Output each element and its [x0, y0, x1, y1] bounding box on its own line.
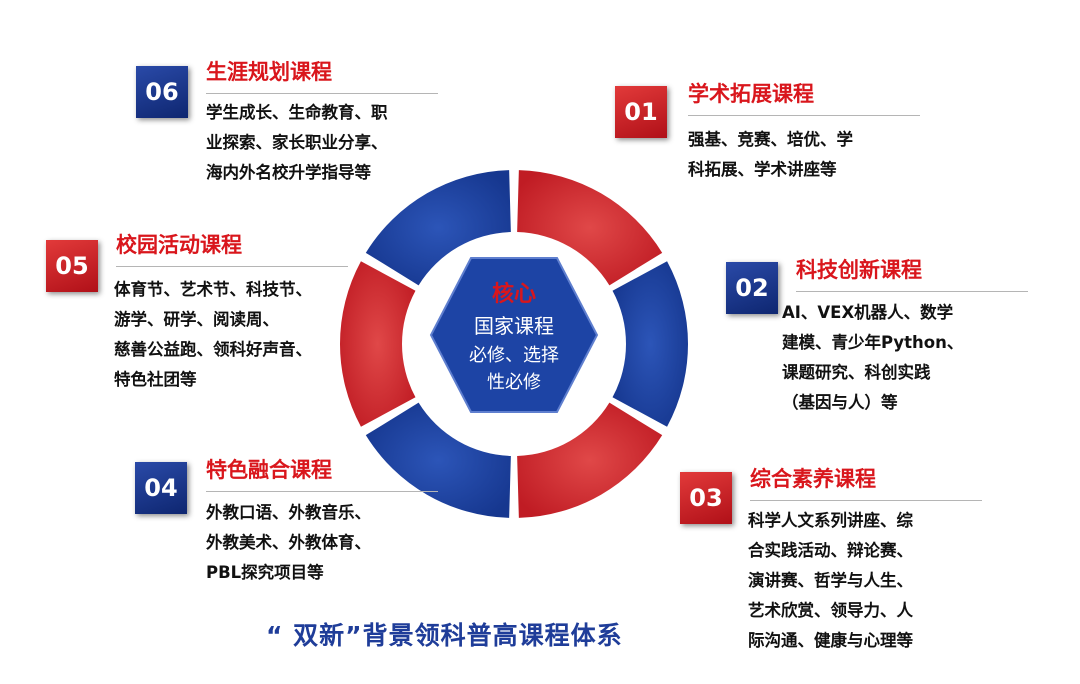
- core-line-1: 国家课程: [474, 314, 554, 338]
- module-03-line: 艺术欣赏、领导力、人: [748, 601, 913, 620]
- module-05-line: 慈善公益跑、领科好声音、: [114, 340, 312, 359]
- module-03-line: 际沟通、健康与心理等: [748, 631, 913, 650]
- ring-segment-03: [517, 402, 663, 518]
- module-06-description: 学生成长、生命教育、职 业探索、家长职业分享、 海内外名校升学指导等: [206, 98, 388, 188]
- module-03-title: 综合素养课程: [750, 463, 982, 501]
- ring-segment-05: [340, 261, 416, 427]
- module-04-line: PBL探究项目等: [206, 563, 324, 582]
- core-hexagon: [429, 257, 599, 413]
- module-04-line: 外教美术、外教体育、: [206, 533, 371, 552]
- diagram-caption: “ 双新”背景领科普高课程体系: [266, 621, 623, 650]
- core-line-2: 必修、选择: [469, 345, 559, 366]
- module-03-line: 科学人文系列讲座、综: [748, 511, 913, 530]
- module-05-description: 体育节、艺术节、科技节、 游学、研学、阅读周、 慈善公益跑、领科好声音、 特色社…: [114, 275, 312, 395]
- module-02-line: AI、VEX机器人、数学: [782, 303, 954, 322]
- module-03-description: 科学人文系列讲座、综 合实践活动、辩论赛、 演讲赛、哲学与人生、 艺术欣赏、领导…: [748, 506, 913, 656]
- module-04-title: 特色融合课程: [206, 454, 438, 492]
- ring-segment-01: [517, 170, 663, 286]
- module-06-number: 06: [136, 66, 188, 118]
- module-06-line: 业探索、家长职业分享、: [206, 133, 388, 152]
- ring-segment-02: [612, 261, 688, 427]
- module-01-description: 强基、竞赛、培优、学 科拓展、学术讲座等: [688, 125, 853, 185]
- module-04-description: 外教口语、外教音乐、 外教美术、外教体育、 PBL探究项目等: [206, 498, 371, 588]
- module-03-number: 03: [680, 472, 732, 524]
- module-06-line: 海内外名校升学指导等: [206, 163, 371, 182]
- module-01-line: 科拓展、学术讲座等: [688, 160, 837, 179]
- module-05-line: 特色社团等: [114, 370, 197, 389]
- module-05-title: 校园活动课程: [116, 229, 348, 267]
- module-02-line: 课题研究、科创实践: [782, 363, 931, 382]
- module-03-line: 演讲赛、哲学与人生、: [748, 571, 913, 590]
- module-02-line: 建模、青少年Python、: [782, 333, 964, 352]
- module-05-line: 体育节、艺术节、科技节、: [114, 280, 312, 299]
- ring-segment-04: [365, 402, 511, 518]
- module-04-number: 04: [135, 462, 187, 514]
- module-05-number: 05: [46, 240, 98, 292]
- module-01-number: 01: [615, 86, 667, 138]
- module-05-line: 游学、研学、阅读周、: [114, 310, 279, 329]
- module-02-title: 科技创新课程: [796, 254, 1028, 292]
- core-line-3: 性必修: [487, 372, 541, 393]
- module-04-line: 外教口语、外教音乐、: [206, 503, 371, 522]
- module-06-line: 学生成长、生命教育、职: [206, 103, 388, 122]
- module-06-title: 生涯规划课程: [206, 56, 438, 94]
- module-02-number: 02: [726, 262, 778, 314]
- module-01-title: 学术拓展课程: [688, 78, 920, 116]
- core-title: 核心: [491, 282, 536, 307]
- module-02-line: （基因与人）等: [782, 393, 898, 412]
- module-02-description: AI、VEX机器人、数学 建模、青少年Python、 课题研究、科创实践 （基因…: [782, 298, 963, 418]
- ring-segment-06: [365, 170, 511, 286]
- module-01-line: 强基、竞赛、培优、学: [688, 130, 853, 149]
- module-03-line: 合实践活动、辩论赛、: [748, 541, 913, 560]
